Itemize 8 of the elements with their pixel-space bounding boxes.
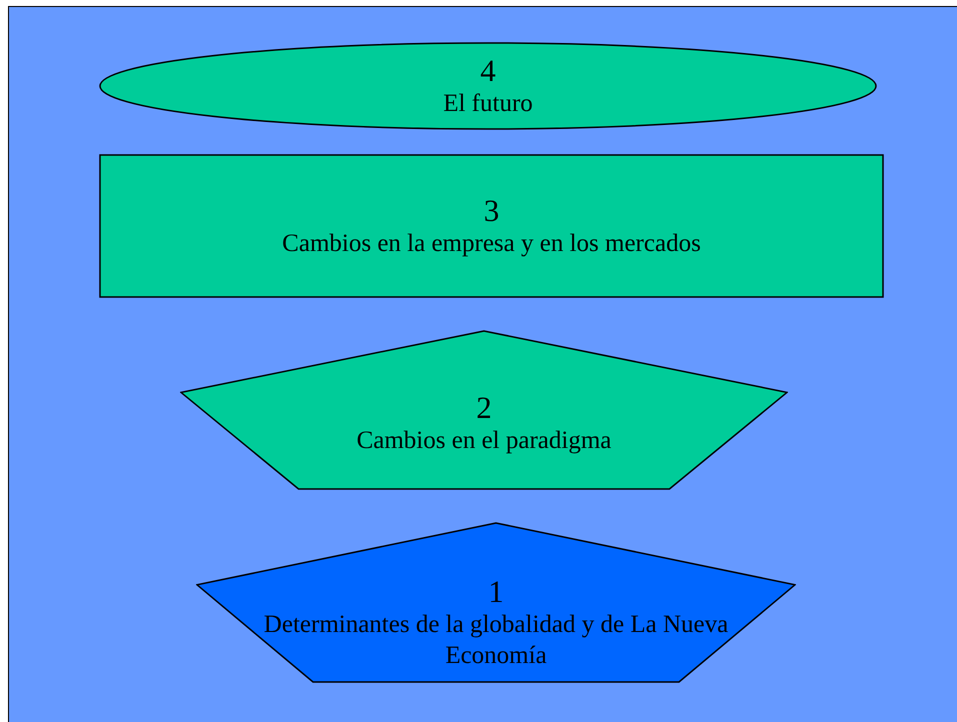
- step-label: El futuro: [443, 88, 533, 118]
- step-number: 4: [480, 54, 496, 88]
- step-number: 2: [476, 390, 492, 424]
- step-number: 1: [488, 574, 504, 608]
- step-label: Determinantes de la globalidad y de La Nueva Economía: [262, 610, 730, 670]
- step-label: Cambios en la empresa y en los mercados: [282, 228, 701, 258]
- step-label: Cambios en el paradigma: [356, 426, 612, 456]
- step-number: 3: [484, 194, 500, 228]
